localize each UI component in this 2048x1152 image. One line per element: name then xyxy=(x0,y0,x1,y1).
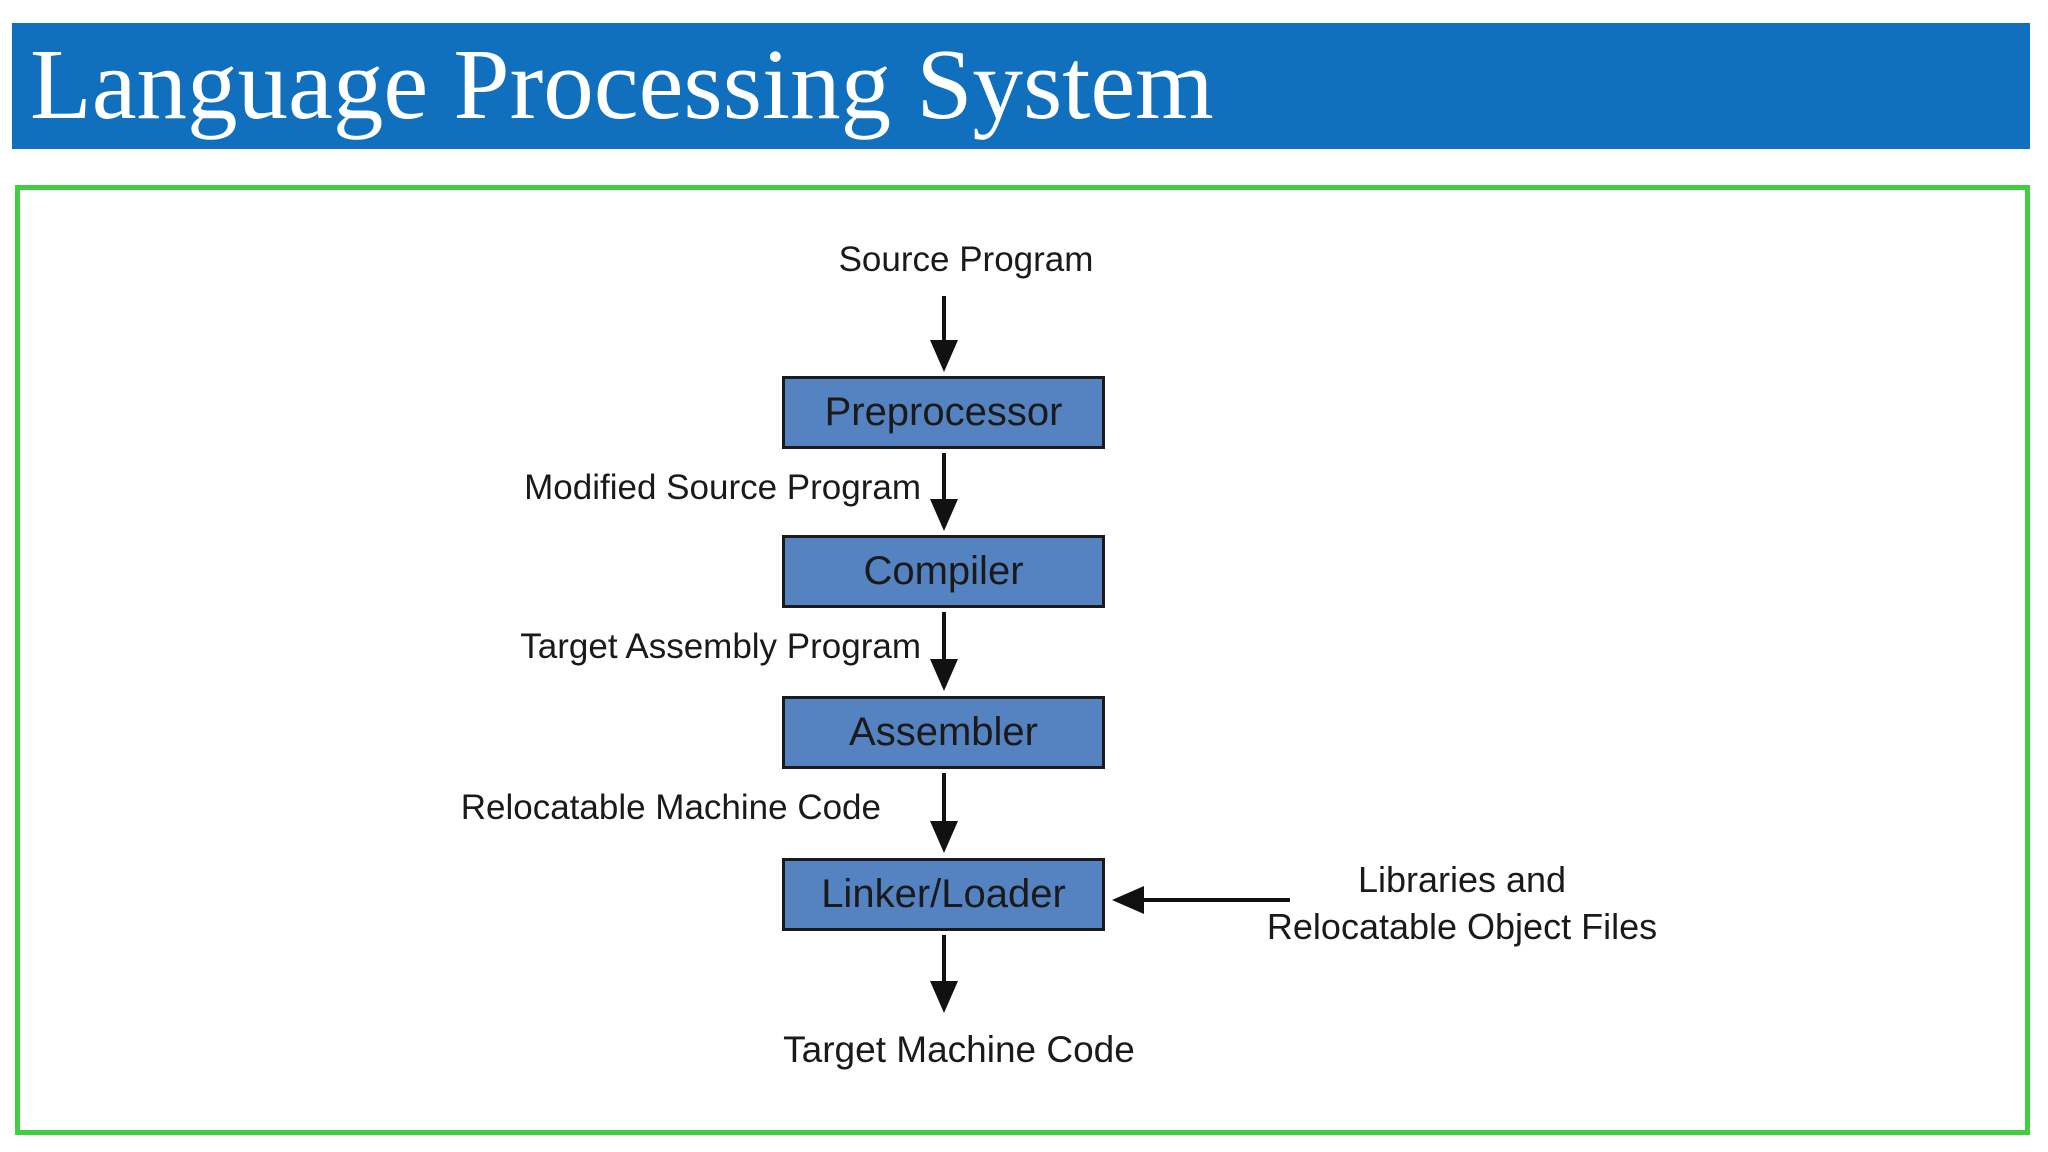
label-target-machine-code: Target Machine Code xyxy=(783,1029,1135,1070)
node-assembler: Assembler xyxy=(782,696,1105,769)
node-linker-loader: Linker/Loader xyxy=(782,858,1105,931)
node-preprocessor: Preprocessor xyxy=(782,376,1105,449)
label-modified-source-program: Modified Source Program xyxy=(524,468,921,507)
label-relocatable-machine-code: Relocatable Machine Code xyxy=(460,788,881,827)
label-libraries-line2: Relocatable Object Files xyxy=(1266,906,1658,947)
page-title: Language Processing System xyxy=(30,28,1214,140)
label-target-assembly-program: Target Assembly Program xyxy=(520,627,921,666)
label-libraries-input: Libraries and Relocatable Object Files xyxy=(1252,856,1672,950)
diagram-frame xyxy=(15,185,2030,1135)
node-compiler: Compiler xyxy=(782,535,1105,608)
label-source-program: Source Program xyxy=(838,240,1094,279)
slide-title-bar: Language Processing System xyxy=(12,23,2030,149)
label-libraries-line1: Libraries and xyxy=(1357,859,1567,900)
